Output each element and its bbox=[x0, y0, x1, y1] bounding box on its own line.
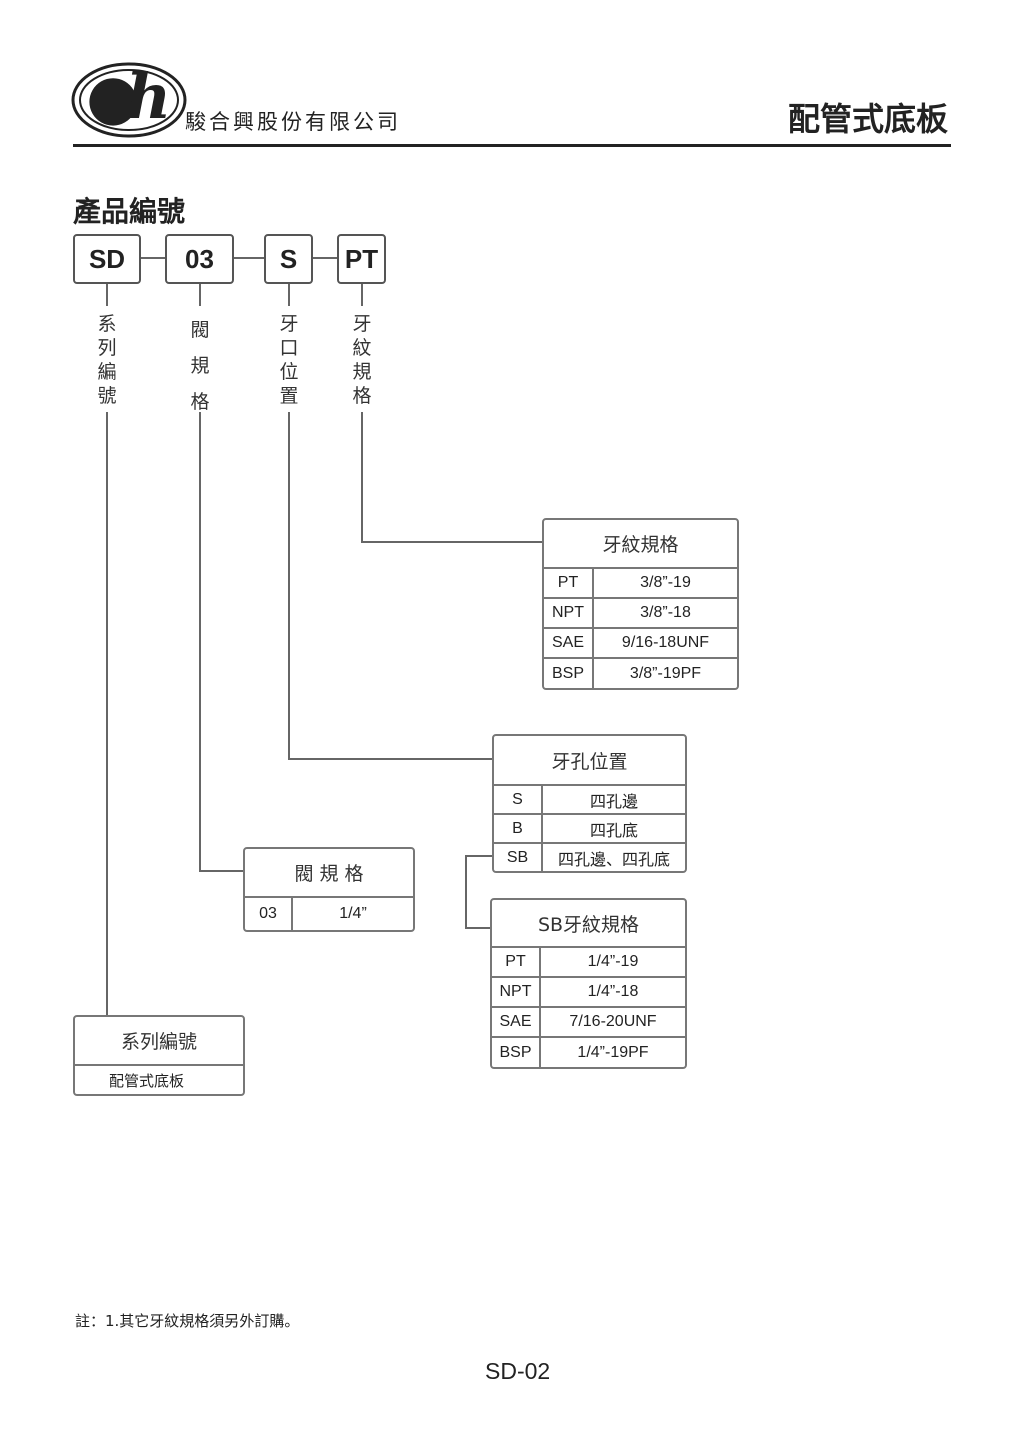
cell-code: 03 bbox=[245, 898, 293, 930]
cell-value: 1/4”-18 bbox=[587, 983, 639, 1000]
table-row: 03 1/4” bbox=[245, 898, 413, 930]
code-port: S bbox=[264, 234, 313, 284]
cell-code: PT bbox=[544, 569, 594, 597]
label-series: 系列編號 bbox=[97, 313, 117, 407]
sb-thread-spec-table: SB牙紋規格 PT 1/4”-19 NPT 1/4”-18 SAE 7/16-20UN… bbox=[490, 898, 687, 1069]
label-valve: 閥規格 bbox=[190, 319, 210, 413]
code-valve: 03 bbox=[165, 234, 234, 284]
company-logo: ●h bbox=[86, 60, 172, 133]
cell-code: B bbox=[494, 815, 543, 842]
code-series: SD bbox=[73, 234, 141, 284]
cell-code: SB bbox=[494, 844, 543, 871]
table-row: BSP 3/8”-19PF bbox=[544, 659, 737, 688]
table-row: PT 1/4”-19 bbox=[492, 948, 685, 978]
table-row: NPT 3/8”-18 bbox=[544, 599, 737, 629]
code-thread: PT bbox=[337, 234, 386, 284]
table-row: SB 四孔邊、四孔底 bbox=[494, 844, 685, 871]
table-row: BSP 1/4”-19PF bbox=[492, 1038, 685, 1067]
table-row: NPT 1/4”-18 bbox=[492, 978, 685, 1008]
table-title: 牙紋規格 bbox=[544, 520, 737, 569]
label-port: 牙口位置 bbox=[279, 313, 299, 407]
port-position-table: 牙孔位置 S 四孔邊 B 四孔底 SB 四孔邊、四孔底 bbox=[492, 734, 687, 873]
table-title: 系列編號 bbox=[75, 1017, 243, 1066]
company-name: 駿合興股份有限公司 bbox=[185, 110, 401, 134]
cell-code: BSP bbox=[492, 1038, 541, 1067]
cell-code: NPT bbox=[544, 599, 594, 627]
table-row: 配管式底板 bbox=[75, 1066, 243, 1094]
table-row: S 四孔邊 bbox=[494, 786, 685, 815]
cell-value: 四孔邊 bbox=[589, 791, 638, 811]
logo-letter: h bbox=[126, 60, 172, 133]
table-row: SAE 9/16-18UNF bbox=[544, 629, 737, 659]
cell-code: NPT bbox=[492, 978, 541, 1006]
cell-value: 配管式底板 bbox=[109, 1071, 185, 1090]
cell-value: 3/8”-19 bbox=[640, 574, 691, 591]
cell-code: PT bbox=[492, 948, 541, 976]
table-row: B 四孔底 bbox=[494, 815, 685, 844]
cell-value: 1/4” bbox=[339, 905, 367, 922]
cell-code: SAE bbox=[492, 1008, 541, 1036]
label-thread: 牙紋規格 bbox=[352, 313, 372, 407]
cell-value: 7/16-20UNF bbox=[569, 1013, 657, 1030]
table-title: 閥 規 格 bbox=[245, 849, 413, 898]
header-divider bbox=[73, 144, 951, 147]
table-title: SB牙紋規格 bbox=[492, 900, 685, 948]
footnote: 註：1.其它牙紋規格須另外訂購。 bbox=[75, 1312, 300, 1330]
table-row: PT 3/8”-19 bbox=[544, 569, 737, 599]
table-row: SAE 7/16-20UNF bbox=[492, 1008, 685, 1038]
cell-value: 四孔邊、四孔底 bbox=[557, 849, 670, 869]
cell-code: S bbox=[494, 786, 543, 813]
cell-value: 1/4”-19PF bbox=[577, 1043, 649, 1061]
cell-value: 9/16-18UNF bbox=[621, 634, 710, 651]
table-title: 牙孔位置 bbox=[494, 736, 685, 786]
valve-spec-table: 閥 規 格 03 1/4” bbox=[243, 847, 415, 932]
logo-inner-ring bbox=[79, 69, 179, 131]
cell-code: SAE bbox=[544, 629, 594, 657]
cell-value: 四孔底 bbox=[589, 820, 638, 840]
series-table: 系列編號 配管式底板 bbox=[73, 1015, 245, 1096]
document-title: 配管式底板 bbox=[787, 100, 948, 138]
cell-value: 3/8”-19PF bbox=[629, 664, 702, 682]
cell-value: 1/4”-19 bbox=[587, 953, 639, 970]
cell-value: 3/8”-18 bbox=[640, 604, 691, 621]
logo-outer-ring bbox=[71, 62, 187, 138]
cell-code: BSP bbox=[544, 659, 594, 688]
section-title: 產品編號 bbox=[73, 195, 186, 228]
page-number: SD-02 bbox=[485, 1358, 551, 1384]
